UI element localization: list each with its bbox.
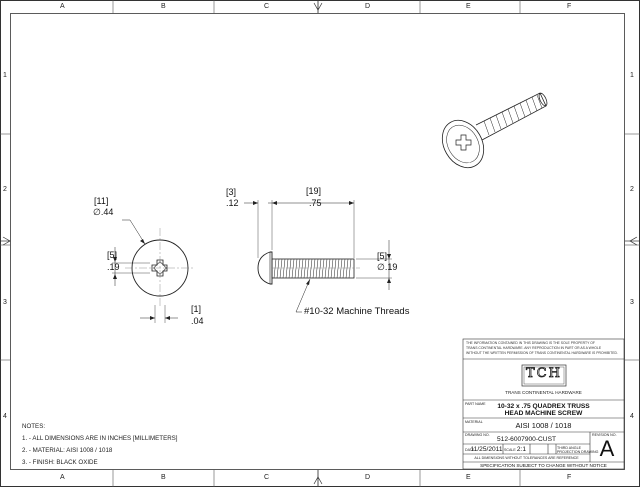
note-item: 1. - ALL DIMENSIONS ARE IN INCHES [MILLI… (22, 435, 178, 442)
zone-col-label: B (161, 474, 166, 481)
part-name-label: PART NAME (465, 402, 486, 406)
drawing-number: 512-6007900-CUST (496, 436, 556, 443)
material-value: AISI 1008 / 1018 (515, 421, 572, 430)
disclaimer-line: TRANS CONTINENTAL HARDWARE. ANY REPRODUC… (466, 346, 602, 350)
slot-width-mm: [5] (107, 250, 118, 260)
note-item: 2. - MATERIAL: AISI 1008 / 1018 (22, 447, 113, 454)
zone-col-label: B (161, 3, 166, 10)
zone-col-label: D (365, 3, 371, 10)
projection-note: PROJECTION DRAWING (557, 450, 599, 454)
revision-label: REVISION NO. (592, 433, 617, 437)
shank-diameter-mm: [5] (377, 251, 388, 261)
head-height-mm: [1] (191, 304, 202, 314)
head-length-in: .12 (226, 198, 239, 208)
head-diameter-in: ∅.44 (93, 207, 114, 217)
zone-col-label: A (60, 3, 65, 10)
zone-col-label: F (567, 474, 572, 481)
projection-note: THIRD ANGLE (557, 446, 581, 450)
side-view (244, 200, 392, 313)
note-item: 3. - FINISH: BLACK OXIDE (22, 459, 98, 466)
overall-length-in: .75 (309, 198, 322, 208)
front-view (112, 219, 195, 323)
zone-row-label: 2 (630, 186, 634, 193)
date-value: 11/25/2011 (470, 446, 503, 453)
scale-value: 2:1 (516, 446, 527, 453)
disclaimer-line: WITHOUT THE WRITTEN PERMISSION OF TRANS … (466, 351, 618, 355)
head-length-mm: [3] (226, 187, 237, 197)
disclaimer-line: THE INFORMATION CONTAINED IN THIS DRAWIN… (466, 341, 595, 345)
zone-col-label: C (264, 474, 270, 481)
part-name-line-1: 10-32 x .75 QUADREX TRUSS (497, 403, 590, 410)
slot-width-in: .19 (107, 262, 120, 272)
thread-callout: #10-32 Machine Threads (304, 306, 410, 317)
isometric-view (441, 92, 548, 169)
zone-row-label: 4 (3, 413, 7, 420)
date-label: DATE (465, 448, 475, 452)
head-diameter-mm: [11] (94, 196, 109, 206)
part-name-line-2: HEAD MACHINE SCREW (504, 410, 583, 417)
material-label: MATERIAL (465, 420, 483, 424)
head-height-in: .04 (191, 316, 204, 326)
dims-reference-note: ALL DIMENSIONS WITHOUT TOLERANCES ARE RE… (474, 456, 579, 460)
inner-border (10, 13, 625, 470)
zone-col-label: C (264, 3, 270, 10)
drawing-no-label: DRAWING NO. (465, 433, 490, 437)
zone-col-label: A (60, 474, 65, 481)
company-name: TRANS CONTINENTAL HARDWARE (505, 390, 582, 395)
zone-row-label: 3 (3, 299, 7, 306)
company-logo: TCH (526, 366, 562, 382)
zone-row-label: 1 (3, 72, 7, 79)
shank-diameter-in: ∅.19 (377, 262, 398, 272)
zone-col-label: F (567, 3, 572, 10)
zone-col-label: E (466, 474, 471, 481)
revision-letter: A (599, 436, 615, 461)
zone-col-label: E (466, 3, 471, 10)
spec-notice: SPECIFICATION SUBJECT TO CHANGE WITHOUT … (480, 463, 607, 468)
zone-row-label: 1 (630, 72, 634, 79)
zone-col-label: D (365, 474, 371, 481)
zone-row-label: 3 (630, 299, 634, 306)
title-block-frame (462, 338, 625, 470)
zone-row-label: 4 (630, 413, 634, 420)
overall-length-mm: [19] (306, 186, 322, 196)
scale-label: SCALE (504, 448, 516, 452)
notes-heading: NOTES: (22, 423, 46, 430)
zone-row-label: 2 (3, 186, 7, 193)
